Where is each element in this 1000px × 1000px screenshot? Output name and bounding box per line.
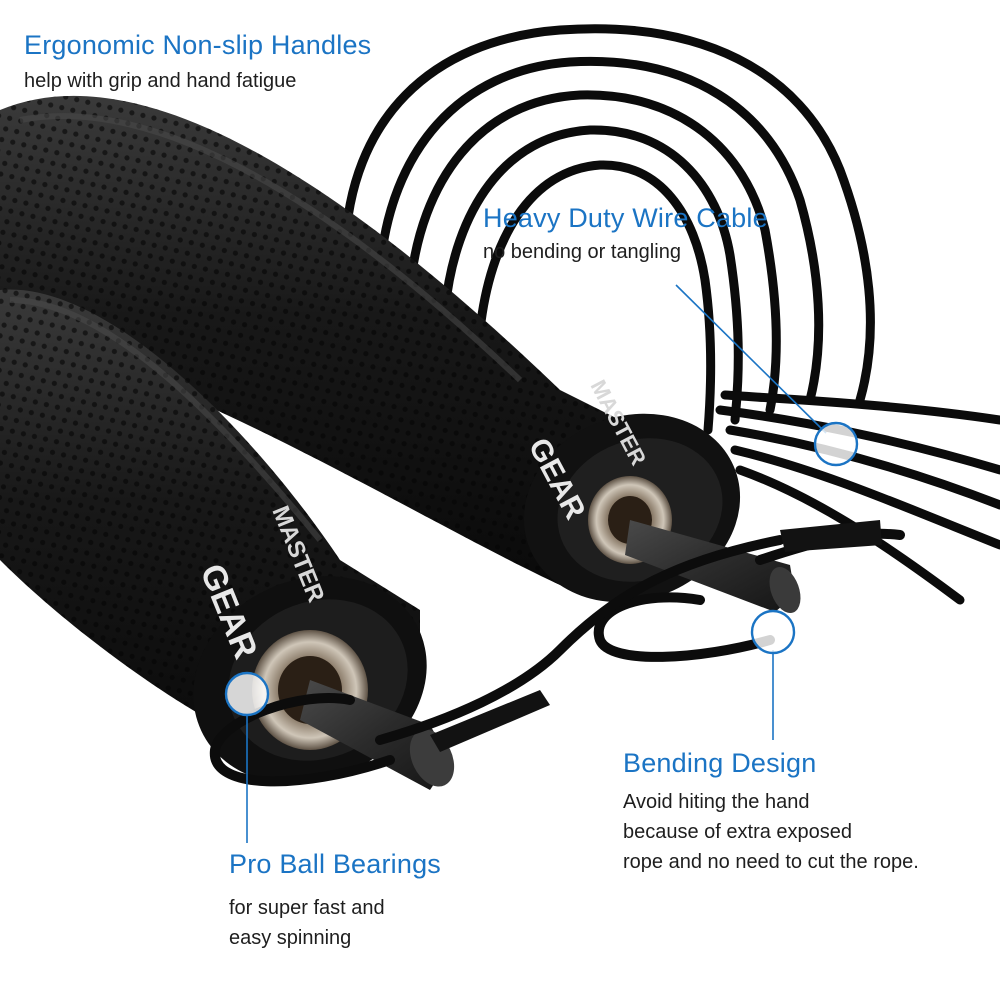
callout-leaders bbox=[246, 284, 827, 843]
callout-handles: Ergonomic Non-slip Handles help with gri… bbox=[24, 30, 371, 96]
callout-description: Avoid hiting the hand because of extra e… bbox=[623, 787, 919, 877]
callout-description: for super fast and easy spinning bbox=[229, 893, 441, 953]
callout-line: easy spinning bbox=[229, 927, 352, 950]
handle-right: GEAR MASTER bbox=[0, 95, 741, 603]
callout-line: for super fast and bbox=[229, 897, 385, 920]
callout-bending: Bending Design Avoid hiting the hand bec… bbox=[623, 748, 919, 877]
callout-cable: Heavy Duty Wire Cable no bending or tang… bbox=[483, 203, 768, 267]
callout-title: Heavy Duty Wire Cable bbox=[483, 203, 768, 233]
handle-left: GEAR MASTER bbox=[0, 289, 427, 784]
callout-line: rope and no need to cut the rope. bbox=[623, 851, 919, 874]
callout-title: Ergonomic Non-slip Handles bbox=[24, 30, 372, 60]
callout-line: help with grip and hand fatigue bbox=[24, 70, 297, 93]
callout-title: Pro Ball Bearings bbox=[229, 849, 442, 879]
callout-description: help with grip and hand fatigue bbox=[24, 66, 371, 96]
callout-line: because of extra exposed bbox=[623, 821, 853, 844]
callout-title: Bending Design bbox=[623, 748, 817, 778]
rope-sleeves bbox=[430, 520, 882, 752]
callout-description: no bending or tangling bbox=[483, 237, 768, 267]
callout-markers bbox=[224, 421, 859, 717]
callout-bearings: Pro Ball Bearings for super fast and eas… bbox=[229, 849, 441, 953]
callout-line: Avoid hiting the hand bbox=[623, 791, 810, 814]
callout-line: no bending or tangling bbox=[483, 241, 681, 264]
rope-hooks bbox=[209, 528, 905, 787]
